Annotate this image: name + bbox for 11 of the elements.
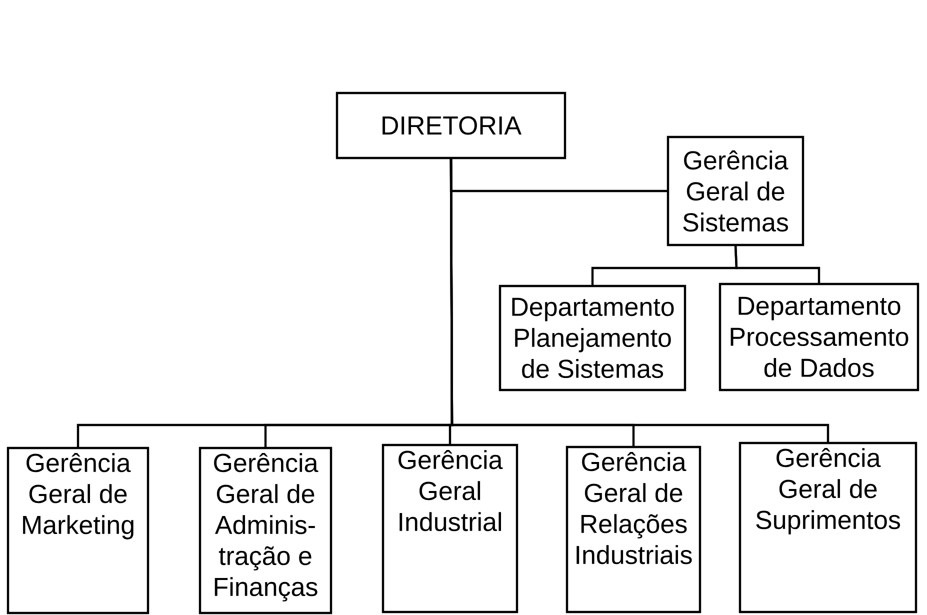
org-box: Departamento Processamento de Dados [718,282,920,392]
org-box: Gerência Geral Industrial [382,444,518,614]
org-box: Gerência Geral de Marketing [6,446,150,614]
connector-line [450,158,830,443]
org-box: Gerência Geral de Suprimentos [738,442,918,614]
org-box: Gerência Geral de Sistemas [666,136,804,246]
org-box: DIRETORIA [336,92,566,160]
org-box: Gerência Geral de Relações Industriais [566,446,702,614]
connector-line [734,244,820,284]
org-box: Gerência Geral de Adminis-tração e Finanças [198,446,332,614]
org-box: Departamento Planejamento de Sistemas [498,284,686,392]
